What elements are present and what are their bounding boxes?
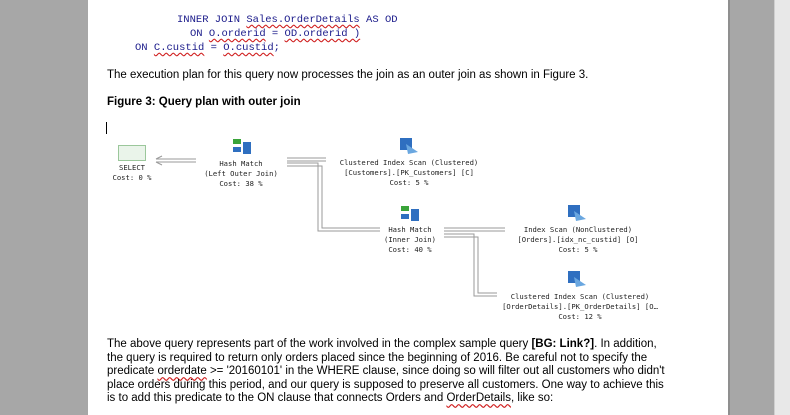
- plan-connectors: [155, 155, 505, 297]
- index-scan-icon[interactable]: [566, 203, 588, 223]
- hash-match-inner-icon[interactable]: [400, 204, 420, 224]
- conn-details: [444, 233, 497, 297]
- hash-match-icon[interactable]: [232, 137, 252, 157]
- clustered-index-scan-icon[interactable]: [398, 136, 420, 156]
- select-node-icon[interactable]: [118, 145, 146, 161]
- body-paragraph: The above query represents part of the w…: [107, 338, 707, 406]
- orders-scan-label: Index Scan (NonClustered)[Orders].[idx_n…: [517, 225, 639, 254]
- page-edge-shadow: [728, 0, 730, 415]
- arrow-select: [155, 155, 196, 166]
- customers-scan-label: Clustered Index Scan (Clustered)[Custome…: [339, 158, 479, 187]
- figure-caption: Figure 3: Query plan with outer join: [107, 96, 301, 108]
- conn-hash-inner: [287, 162, 380, 232]
- hash-inner-label: Hash Match(Inner Join)Cost: 40 %: [384, 225, 436, 254]
- code-line-1: INNER JOIN Sales.OrderDetails AS OD: [177, 14, 398, 26]
- code-line-3: ON C.custid = O.custid;: [135, 42, 280, 54]
- vertical-scrollbar[interactable]: [774, 0, 790, 415]
- hash-outer-label: Hash Match(Left Outer Join)Cost: 38 %: [204, 159, 278, 188]
- para-line-1: The above query represents part of the w…: [107, 338, 657, 350]
- intro-paragraph: The execution plan for this query now pr…: [107, 69, 589, 81]
- para-line-4: place orders during this period, and our…: [107, 378, 664, 391]
- conn-customers: [287, 157, 326, 162]
- code-line-2: ON O.orderid = OD.orderid ): [190, 28, 361, 40]
- para-line-5: is to add this predicate to the ON claus…: [107, 392, 554, 405]
- text-cursor: [106, 122, 107, 134]
- clustered-index-scan-details-icon[interactable]: [566, 269, 588, 289]
- para-line-3: predicate orderdate >= '20160101' in the…: [107, 365, 665, 378]
- conn-orders: [444, 227, 505, 232]
- para-line-2: the query is required to return only ord…: [107, 351, 648, 364]
- details-scan-label: Clustered Index Scan (Clustered)[OrderDe…: [502, 292, 658, 321]
